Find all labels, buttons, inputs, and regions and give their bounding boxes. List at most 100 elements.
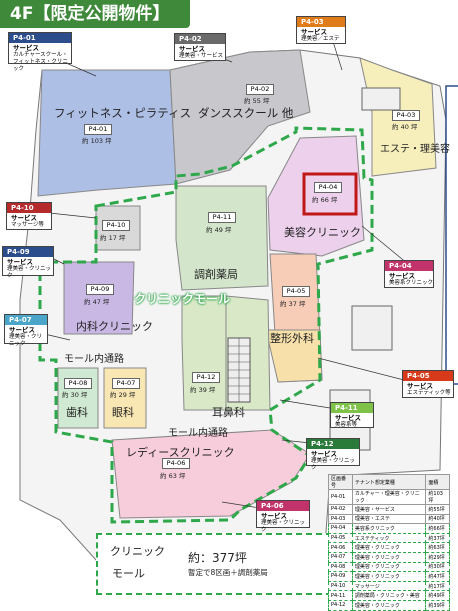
- unit-code-p4-10: P4-10: [102, 220, 130, 231]
- table-cell: 約47坪: [425, 571, 450, 582]
- table-cell: P4-06: [328, 542, 353, 553]
- callout-p4-12: P4-12 サービス 理美容・クリニック: [306, 438, 360, 471]
- callout-sub: エステティック等: [407, 390, 451, 396]
- table-cell: P4-11: [328, 590, 353, 601]
- table-cell: 約55坪: [425, 504, 450, 515]
- callout-code: P4-10: [7, 203, 51, 213]
- callout-sub: 理美容・クリニック: [261, 520, 306, 533]
- callout-code: P4-06: [257, 501, 309, 511]
- table-cell: 理美容・エステ: [351, 513, 427, 525]
- legend-name-line2: モール: [112, 567, 145, 580]
- table-cell: P4-09: [328, 571, 353, 582]
- unit-name-p4-02: ダンススクール 他: [198, 106, 294, 120]
- table-cell: 理美容・クリニック: [351, 551, 427, 563]
- table-cell: 美容系クリニック: [351, 523, 427, 534]
- table-cell: 約103坪: [425, 489, 450, 505]
- callout-p4-06: P4-06 サービス 理美容・クリニック: [256, 500, 310, 533]
- table-cell: 約40坪: [425, 513, 450, 525]
- callout-p4-03: P4-03 サービス 理美容／エステ: [296, 16, 346, 44]
- unit-name-p4-06: レディースクリニック: [126, 446, 235, 459]
- unit-area-p4-03: 約 40 坪: [392, 123, 418, 131]
- callout-p4-11: P4-11 サービス 美容系等: [330, 402, 374, 428]
- unit-name-p4-12: 耳鼻科: [212, 406, 245, 419]
- table-cell: 約49坪: [425, 590, 450, 601]
- legend-note: 暫定で8区画＋調剤薬局: [188, 568, 268, 577]
- legend-area: 約：377坪: [188, 551, 247, 565]
- table-header-cell: テナント想定業種: [351, 474, 427, 490]
- callout-p4-10: P4-10 サービス マッサージ等: [6, 202, 52, 230]
- unit-code-p4-02: P4-02: [246, 84, 274, 95]
- callout-category: サービス: [179, 45, 205, 53]
- table-cell: 理美容・サービス: [351, 504, 427, 515]
- callout-sub: 理美容・サービス: [179, 53, 224, 59]
- unit-code-p4-06: P4-06: [162, 458, 190, 469]
- escalator-steps: [228, 338, 250, 402]
- unit-area-p4-01: 約 103 坪: [82, 137, 112, 145]
- table-cell: 理美容・クリニック: [351, 542, 427, 553]
- unit-code-p4-07: P4-07: [112, 378, 140, 389]
- callout-code: P4-04: [385, 261, 433, 271]
- callout-category: サービス: [13, 44, 39, 52]
- unit-code-p4-08: P4-08: [64, 378, 92, 389]
- table-header-row: 区画番号 テナント想定業種 面積: [328, 474, 450, 490]
- right-info-panel: [445, 85, 458, 385]
- stairs-top: [361, 87, 401, 111]
- unit-p4-02: [169, 49, 311, 185]
- table-cell: P4-02: [328, 504, 353, 515]
- unit-name-p4-01: フィットネス・ピラティス: [54, 106, 192, 120]
- callout-sub: 美容系等: [335, 422, 358, 428]
- callout-p4-04-side: P4-04 サービス 美容系クリニック: [384, 260, 434, 288]
- table-cell: カルチャー・理美容・クリニック: [351, 489, 427, 505]
- callout-category: サービス: [9, 326, 35, 334]
- callout-code: P4-09: [3, 247, 53, 257]
- unit-code-p4-05: P4-05: [282, 286, 310, 297]
- clinic-mall-legend: クリニック モール 約：377坪 暫定で8区画＋調剤薬局: [96, 533, 332, 595]
- table-cell: 約37坪: [425, 532, 450, 544]
- table-cell: 理美容・クリニック: [351, 599, 427, 611]
- callout-category: サービス: [407, 382, 433, 390]
- unit-p4-09: [63, 261, 135, 335]
- unit-area-p4-10: 約 17 坪: [100, 234, 126, 242]
- table-cell: P4-10: [328, 580, 353, 592]
- unit-name-p4-07: 眼科: [112, 406, 134, 419]
- callout-p4-02: P4-02 サービス 理美容・サービス: [174, 33, 226, 61]
- table-header-cell: 面積: [425, 474, 450, 490]
- table-cell: 理美容・クリニック: [351, 561, 427, 573]
- unit-area-p4-02: 約 55 坪: [244, 97, 270, 105]
- callout-code: P4-02: [175, 34, 225, 44]
- callout-sub: マッサージ等: [11, 222, 44, 228]
- unit-p4-05b: [265, 329, 323, 383]
- callout-p4-07: P4-07 サービス 理美容・クリニック: [4, 314, 48, 347]
- unit-code-p4-01: P4-01: [84, 124, 112, 135]
- table-cell: 約17坪: [425, 580, 450, 592]
- legend-name-line1: クリニック: [110, 545, 165, 558]
- table-cell: 約63坪: [425, 542, 450, 553]
- unit-name-p4-08: 歯科: [66, 406, 88, 419]
- callout-sub: カルチャースクール・フィットネス・クリニック: [13, 52, 68, 72]
- callout-code: P4-12: [307, 439, 359, 449]
- callout-code: P4-01: [9, 33, 71, 43]
- callout-code: P4-03: [297, 17, 345, 27]
- unit-name-p4-03: エステ・理美容: [380, 144, 450, 155]
- unit-code-p4-09: P4-09: [86, 284, 114, 295]
- unit-p4-11: [175, 185, 269, 291]
- unit-p4-04: [267, 135, 365, 257]
- unit-code-p4-04: P4-04: [314, 182, 342, 193]
- stairs-right-2: [351, 305, 393, 351]
- callout-code: P4-07: [5, 315, 47, 325]
- table-cell: P4-04: [328, 523, 353, 534]
- callout-code: P4-11: [331, 403, 373, 413]
- table-cell: エステティック: [351, 532, 427, 544]
- table-cell: P4-05: [328, 532, 353, 544]
- unit-area-p4-05: 約 37 坪: [280, 300, 306, 308]
